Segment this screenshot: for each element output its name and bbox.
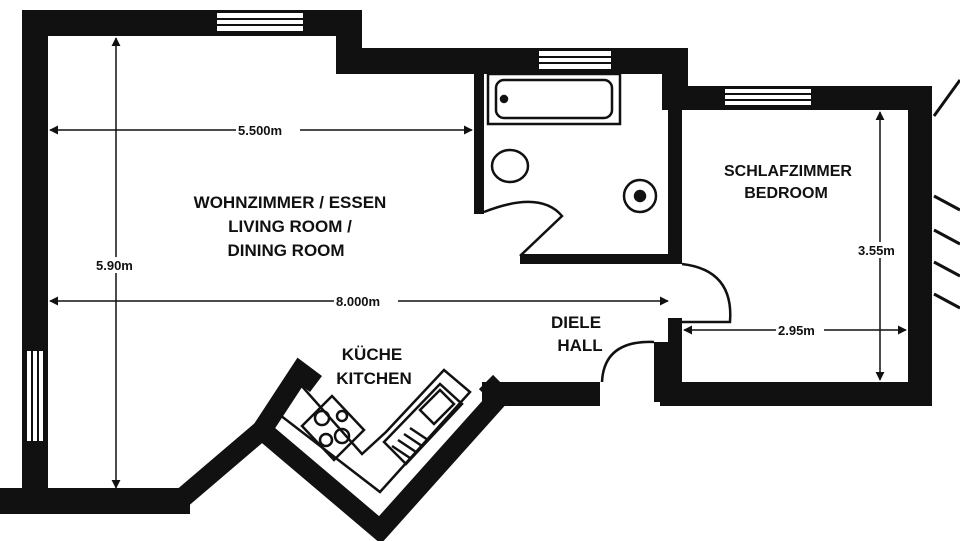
room-labels: WOHNZIMMER / ESSEN LIVING ROOM / DINING … — [194, 163, 853, 388]
stove — [300, 394, 366, 462]
kitchen-counter — [274, 368, 472, 494]
bedroom-label-en: BEDROOM — [744, 185, 828, 202]
toilet — [490, 148, 530, 184]
kitchen-label-de: KÜCHE — [342, 345, 402, 364]
wall-top-living — [22, 10, 362, 36]
bathtub-inner — [494, 78, 614, 120]
kitchen-label-en: KITCHEN — [336, 369, 412, 388]
wall-top-bath — [336, 48, 688, 74]
bedroom-label-de: SCHLAFZIMMER — [724, 163, 852, 180]
wall-kitchen-outer — [173, 374, 514, 541]
doors — [600, 262, 732, 383]
living-room-label-de: WOHNZIMMER / ESSEN — [194, 193, 387, 212]
bathtub — [486, 72, 622, 126]
wall-bedroom-left-lower — [668, 318, 682, 398]
stairs — [932, 79, 960, 310]
wall-bedroom-left-upper — [668, 110, 682, 264]
dim-total-length-label: 8.000m — [336, 294, 380, 309]
dim-living-height-label: 5.90m — [96, 258, 133, 273]
wall-bath-bottom — [520, 254, 680, 264]
dimension-labels: 5.500m 5.90m 8.000m 3.55m 2.95m — [94, 122, 906, 338]
bathroom — [483, 72, 658, 257]
washbasin — [622, 178, 658, 214]
wall-bottom-bedroom — [660, 382, 932, 406]
window-living-left — [25, 349, 45, 443]
hall-label-en: HALL — [557, 336, 602, 355]
wall-kitchen-inner-left — [253, 357, 322, 436]
dim-living-width-label: 5.500m — [238, 123, 282, 138]
wall-left-base — [0, 488, 190, 514]
window-bath-top — [537, 49, 613, 71]
wall-bath-left — [474, 74, 484, 214]
window-living-top — [215, 11, 305, 33]
hall-label-de: DIELE — [551, 313, 601, 332]
wall-entry-right — [654, 342, 668, 402]
bath-door-swing — [483, 200, 564, 257]
living-room-label-en1: LIVING ROOM / — [228, 217, 352, 236]
kitchen-walls — [173, 357, 514, 541]
entry-door-swing — [600, 340, 655, 383]
dim-bedroom-width-label: 2.95m — [778, 323, 815, 338]
sink — [382, 382, 464, 466]
bedroom-door-swing — [681, 262, 732, 324]
wall-right-bedroom — [908, 86, 932, 406]
windows — [25, 11, 813, 443]
living-room-label-en2: DINING ROOM — [227, 241, 344, 260]
window-bedroom-top — [723, 87, 813, 107]
kitchen-fixtures — [274, 368, 472, 494]
dim-bedroom-height-label: 3.55m — [858, 243, 895, 258]
